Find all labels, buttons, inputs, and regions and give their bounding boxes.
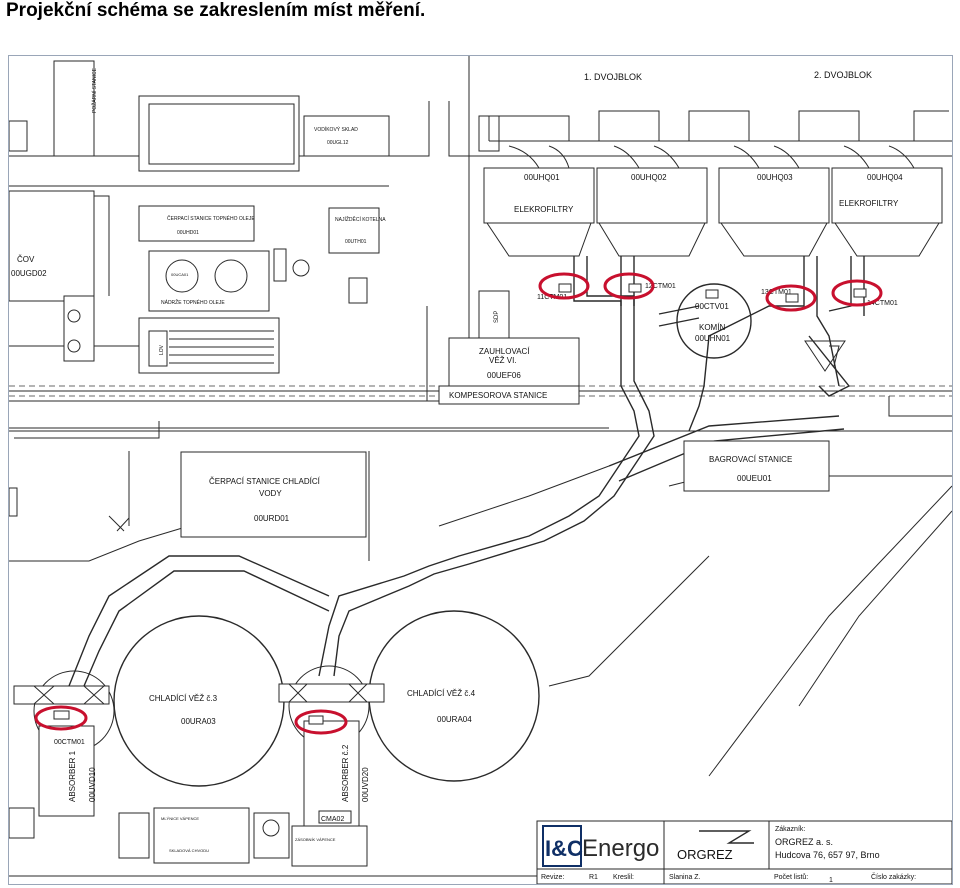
label-bagrovaci-stanice: BAGROVACÍ STANICE	[709, 455, 792, 464]
label-kompesorova-stanice: KOMPESOROVA STANICE	[449, 391, 547, 400]
bagrovaci-stanice: BAGROVACÍ STANICE 00UEU01	[683, 440, 830, 492]
label-14ctm01: 14CTM01	[867, 300, 898, 307]
label-komin: KOMÍN	[699, 323, 725, 332]
measurement-point-marker	[34, 705, 88, 731]
measurement-box-11	[558, 283, 572, 293]
label-13ctm01: 13CTM01	[761, 289, 792, 296]
label-12ctm01: 12CTM01	[645, 283, 676, 290]
label-lov: LOV	[159, 344, 165, 355]
label-cislo-zakazky: Číslo zakázky:	[871, 872, 916, 881]
label-kreslil-name: Slanina Z.	[669, 874, 701, 881]
label-absorber-1: ABSORBER 1	[68, 750, 77, 802]
label-dvojblok-2: 2. DVOJBLOK	[814, 70, 872, 80]
orgrez-logo: ORGREZ	[677, 847, 733, 862]
label-elektrofiltry-2: ELEKROFILTRY	[839, 199, 899, 208]
label-pocet-listu-value: 1	[829, 877, 833, 884]
label-zauhlovaci: ZAUHLOVACÍ	[479, 347, 530, 356]
label-00ura04: 00URA04	[437, 715, 472, 724]
label-00urd01: 00URD01	[254, 514, 290, 523]
absorbers: 00CTM01 ABSORBER 1 00UVD10 ABSORBER č.2 …	[38, 710, 370, 827]
label-00uhq03: 00UHQ03	[757, 173, 793, 182]
zauhlovaci-vez: ZAUHLOVACÍ VĚŽ VI. 00UEF06 KOMPESOROVA S…	[438, 337, 580, 405]
label-00uca01: 00UCA01	[171, 272, 189, 277]
label-cerpaci-stanice: ČERPACÍ STANICE CHLADÍCÍ	[209, 477, 321, 486]
measurement-box-14	[853, 288, 867, 298]
energo-brand-text: Energo	[582, 835, 659, 862]
label-sdp: SDP	[494, 311, 500, 323]
label-vody: VODY	[259, 489, 282, 498]
label-00uef06: 00UEF06	[487, 371, 521, 380]
boiler-row	[488, 110, 952, 142]
cooling-towers: CHLADÍCÍ VĚŽ č.3 00URA03 CHLADÍCÍ VĚŽ č.…	[13, 610, 540, 787]
measurement-point-marker	[538, 272, 590, 300]
label-00uhn01: 00UHN01	[695, 334, 731, 343]
label-elektrofiltry-1: ELEKROFILTRY	[514, 205, 574, 214]
label-vodikovy-sklad: VODÍKOVÝ SKLAD	[314, 126, 358, 133]
label-najizdeci-kotelna: NAJÍŽDĚCÍ KOTELNA	[335, 215, 386, 223]
label-cov: ČOV	[17, 255, 35, 264]
label-00ugd02: 00UGD02	[11, 269, 47, 278]
label-pozarni-stanice: POŽÁRNÍ STANICE	[90, 67, 98, 113]
label-orgrez-company: ORGREZ a. s.	[775, 837, 833, 847]
label-00uhd01: 00UHD01	[177, 230, 199, 236]
measurement-box-13	[785, 293, 799, 303]
measurement-point-marker	[765, 284, 817, 312]
label-revize: Revize:	[541, 874, 564, 881]
site-plan-frame: .w{fill:none;stroke:#2a2a2a;stroke-width…	[8, 55, 953, 885]
label-00uth01: 00UTH01	[345, 239, 367, 245]
measurement-point-marker	[294, 709, 348, 735]
title-block: I&C Energo ORGREZ Zákazník: ORGREZ a. s.…	[536, 820, 952, 884]
label-revize-value: R1	[589, 874, 598, 881]
ic-energo-logo: I&C	[545, 836, 583, 861]
label-pocet-listu: Počet listů:	[774, 873, 808, 881]
top-left-buildings: VODÍKOVÝ SKLAD 00UGL12 ČOV 00UGD02 ČERPA…	[9, 60, 510, 374]
bottom-buildings: MLÝNICE VÁPENCE SKLADOVÁ CHVODU ZÁSOBNÍK…	[9, 807, 368, 867]
label-00ctv01: 00CTV01	[695, 302, 729, 311]
label-chladici-vez-3: CHLADÍCÍ VĚŽ č.3	[149, 694, 218, 703]
label-zasobnik-vapence: ZÁSOBNÍK VÁPENCE	[295, 837, 336, 842]
label-dvojblok-1: 1. DVOJBLOK	[584, 72, 642, 82]
label-cma02: CMA02	[321, 816, 344, 823]
label-vez-vi: VĚŽ VI.	[489, 356, 517, 365]
label-nadrze: NÁDRŽE TOPNÉHO OLEJE	[161, 298, 225, 306]
label-mlynice-vapence: MLÝNICE VÁPENCE	[161, 816, 199, 821]
label-00ura03: 00URA03	[181, 717, 216, 726]
measurement-markers	[34, 272, 883, 735]
site-plan-drawing: .w{fill:none;stroke:#2a2a2a;stroke-width…	[9, 56, 952, 884]
page-title: Projekční schéma se zakreslením míst měř…	[6, 0, 426, 21]
label-orgrez-address: Hudcova 76, 657 97, Brno	[775, 850, 880, 860]
label-00uhq01: 00UHQ01	[524, 173, 560, 182]
label-00ueu01: 00UEU01	[737, 474, 772, 483]
label-00ctm01: 00CTM01	[54, 739, 85, 746]
chimney: 00CTV01 KOMÍN 00UHN01	[676, 283, 752, 359]
label-00uvd10: 00UVD10	[88, 767, 97, 802]
label-kreslil: Kreslil:	[613, 874, 634, 881]
cerpaci-stanice: ČERPACÍ STANICE CHLADÍCÍ VODY 00URD01	[180, 451, 367, 538]
electrofilter-units: 00UHQ01 00UHQ02 00UHQ03 00UHQ04 ELEKROFI…	[483, 145, 943, 257]
label-00uhq04: 00UHQ04	[867, 173, 903, 182]
label-00uvd20: 00UVD20	[361, 767, 370, 802]
measurement-point-marker	[603, 272, 655, 300]
measurement-box-12	[628, 283, 642, 293]
label-skladova-chvodu: SKLADOVÁ CHVODU	[169, 848, 209, 853]
label-chladici-vez-4: CHLADÍCÍ VĚŽ č.4	[407, 689, 476, 698]
flue-ducts	[68, 256, 865, 687]
label-00ugl12: 00UGL12	[327, 140, 349, 146]
label-cerpaci-olej: ČERPACÍ STANICE TOPNÉHO OLEJE	[167, 215, 255, 222]
label-absorber-2: ABSORBER č.2	[341, 744, 350, 802]
measurement-point-marker	[831, 279, 883, 307]
label-00uhq02: 00UHQ02	[631, 173, 667, 182]
label-zakaznik: Zákazník:	[775, 826, 805, 833]
